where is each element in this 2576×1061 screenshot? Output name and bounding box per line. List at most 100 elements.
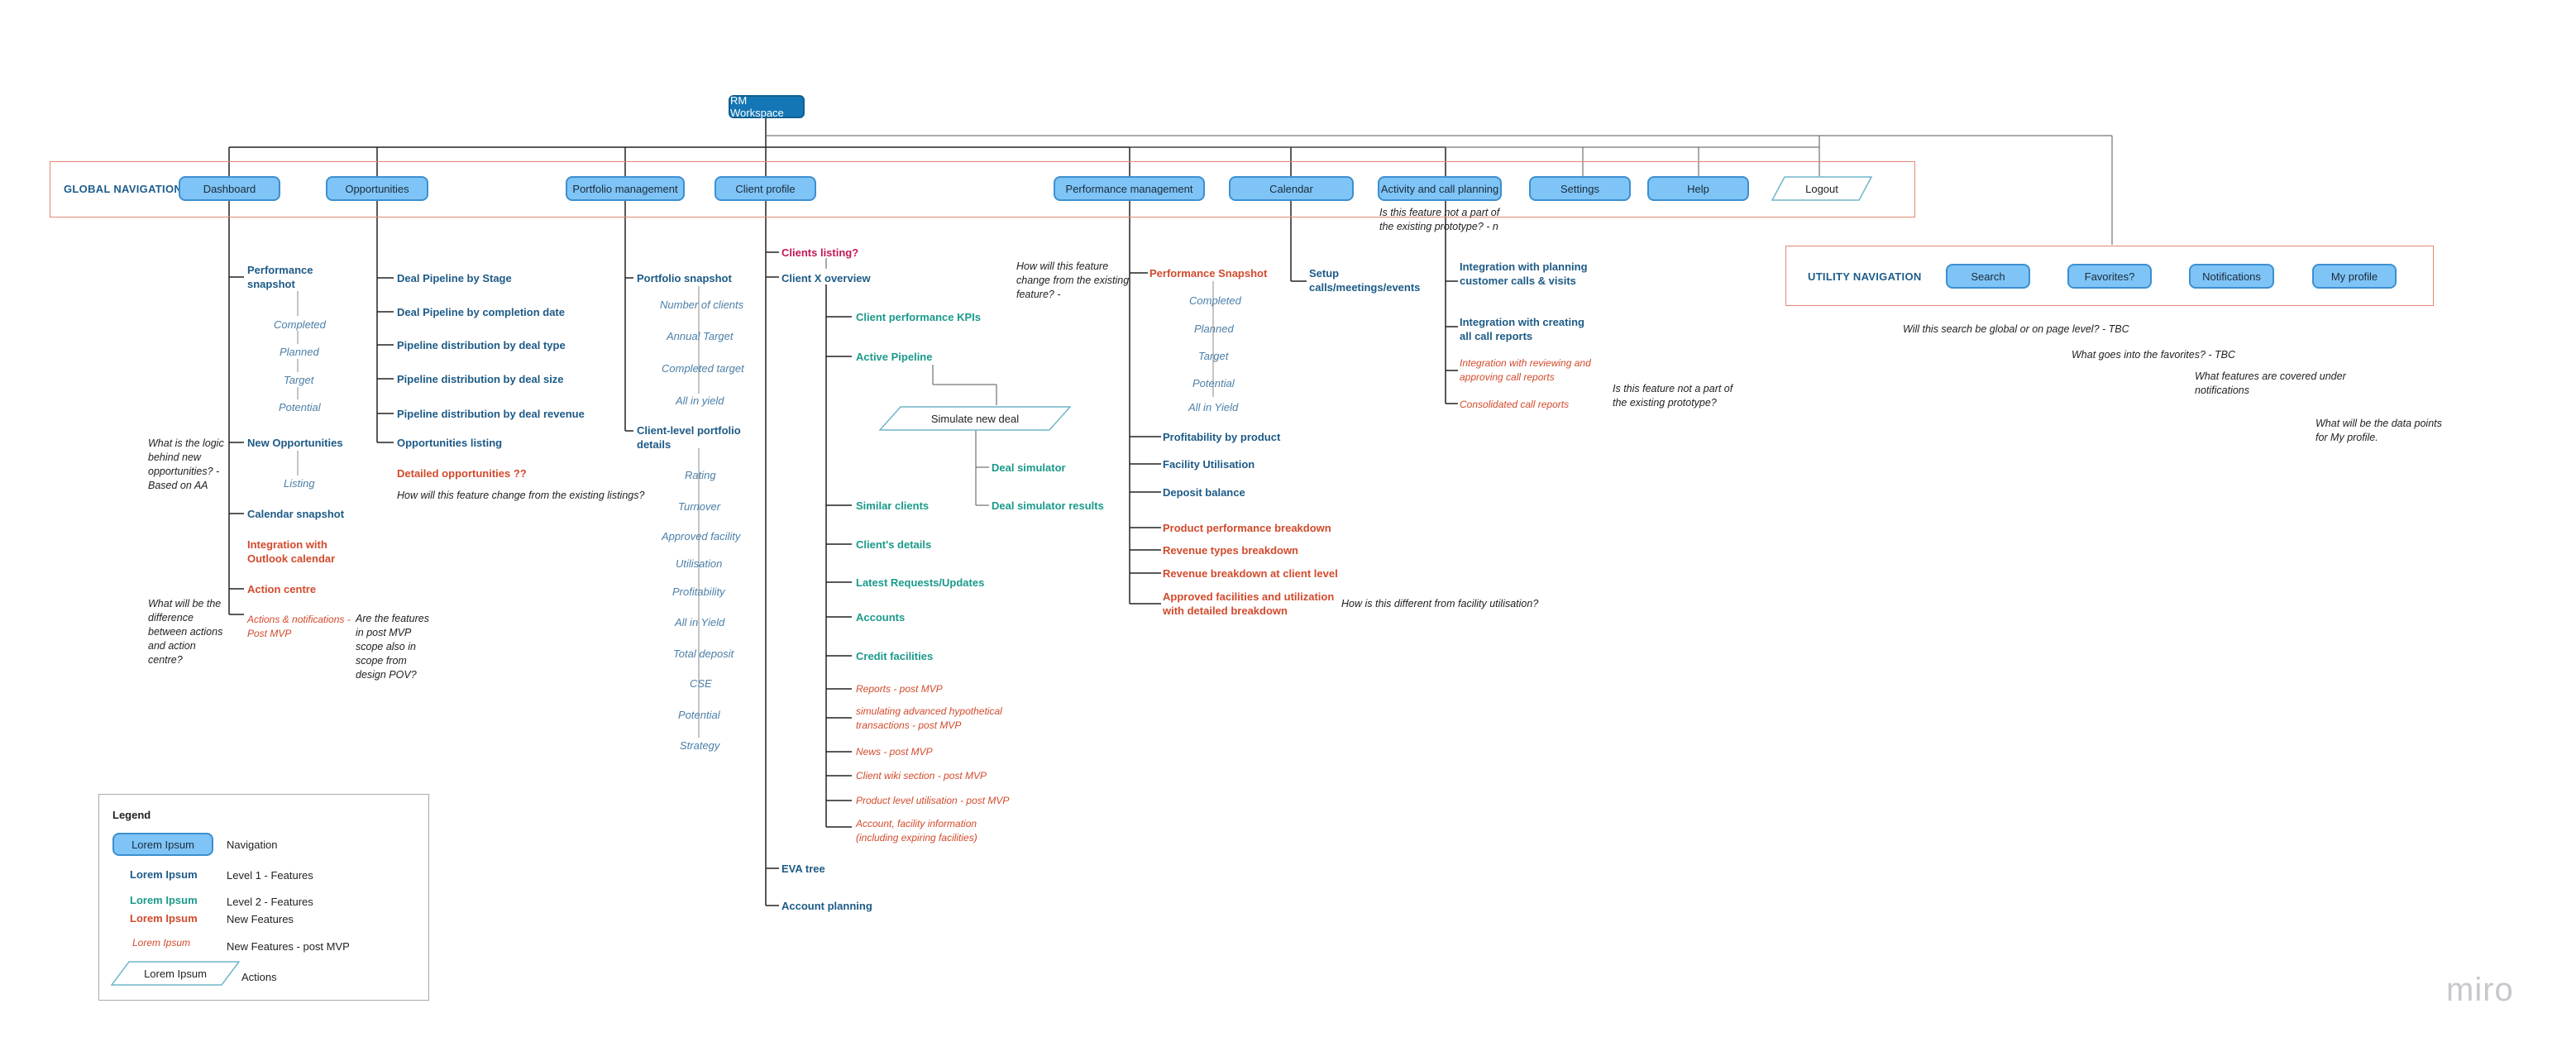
dashboard-actions-notifications: Actions & notifications - Post MVP [247, 614, 351, 639]
dashboard-ps-potential: Potential [279, 401, 321, 413]
utility-navigation-title: UTILITY NAVIGATION [1808, 270, 1922, 283]
perf-completed: Completed [1189, 294, 1241, 307]
perf-planned: Planned [1194, 323, 1234, 335]
legend-desc-level2: Level 2 - Features [227, 896, 313, 908]
note-activity-prototype: Is this feature not a part of the existi… [1379, 207, 1500, 232]
utility-favorites[interactable]: Favorites? [2067, 264, 2152, 289]
dashboard-performance-snapshot: Performance snapshot [247, 264, 313, 290]
legend-sample-level1: Lorem Ipsum [130, 868, 198, 881]
global-navigation-frame [50, 161, 1915, 217]
legend-sample-level2: Lorem Ipsum [130, 894, 198, 906]
portfolio-cl-strategy: Strategy [680, 739, 720, 752]
client-credit-facilities: Credit facilities [856, 650, 934, 662]
nav-portfolio-management[interactable]: Portfolio management [566, 176, 685, 201]
nav-opportunities[interactable]: Opportunities [326, 176, 428, 201]
dashboard-new-opportunities: New Opportunities [247, 437, 343, 449]
client-deal-simulator-results: Deal simulator results [992, 499, 1104, 512]
client-deal-simulator: Deal simulator [992, 461, 1066, 474]
perf-revenue-client-level: Revenue breakdown at client level [1163, 567, 1338, 580]
client-similar-clients: Similar clients [856, 499, 930, 512]
utility-notifications[interactable]: Notifications [2189, 264, 2274, 289]
perf-target: Target [1198, 350, 1229, 362]
portfolio-annual-target: Annual Target [667, 330, 734, 342]
dashboard-listing: Listing [284, 477, 315, 490]
rm-workspace-node[interactable]: RM Workspace [729, 94, 805, 119]
logout-action[interactable]: Logout [1771, 176, 1872, 201]
note-favorites: What goes into the favorites? - TBC [2072, 349, 2236, 361]
utility-navigation-frame [1785, 246, 2434, 306]
portfolio-cl-utilisation: Utilisation [676, 557, 723, 570]
note-post-mvp-scope: Are the features in post MVP scope also … [356, 613, 429, 681]
perf-approved-facilities: Approved facilities and utilization with… [1163, 590, 1335, 617]
client-active-pipeline: Active Pipeline [856, 351, 933, 363]
legend-desc-action: Actions [241, 971, 277, 983]
perf-all-in-yield: All in Yield [1188, 401, 1239, 413]
client-accounts: Accounts [856, 611, 906, 624]
portfolio-cl-turnover: Turnover [678, 500, 721, 513]
client-details: Client's details [856, 538, 932, 551]
client-reports-post-mvp: Reports - post MVP [856, 683, 943, 695]
client-account-planning: Account planning [781, 900, 872, 912]
legend-desc-new: New Features [227, 913, 294, 925]
client-overview: Client X overview [781, 272, 871, 284]
client-product-utilisation-post-mvp: Product level utilisation - post MVP [856, 795, 1010, 806]
note-notifications: What features are covered under notifica… [2195, 370, 2346, 396]
client-wiki-post-mvp: Client wiki section - post MVP [856, 770, 987, 781]
perf-revenue-types-breakdown: Revenue types breakdown [1163, 544, 1298, 557]
client-latest-requests: Latest Requests/Updates [856, 576, 985, 589]
logout-label: Logout [1805, 182, 1838, 195]
nav-client-profile[interactable]: Client profile [714, 176, 816, 201]
legend-sample-navigation: Lorem Ipsum [112, 833, 213, 856]
legend-desc-navigation: Navigation [227, 839, 278, 851]
portfolio-cl-approved-facility: Approved facility [662, 530, 741, 542]
dashboard-ps-completed: Completed [274, 318, 326, 331]
note-new-opportunities-logic: What is the logic behind new opportuniti… [148, 437, 224, 491]
nav-help[interactable]: Help [1647, 176, 1749, 201]
client-news-post-mvp: News - post MVP [856, 746, 933, 758]
portfolio-all-in-yield: All in yield [676, 394, 724, 407]
activity-consolidated-reports: Consolidated call reports [1460, 399, 1570, 410]
nav-calendar[interactable]: Calendar [1229, 176, 1354, 201]
legend-desc-level1: Level 1 - Features [227, 869, 313, 882]
nav-performance-management[interactable]: Performance management [1054, 176, 1205, 201]
legend-sample-action: Lorem Ipsum [111, 961, 240, 986]
dashboard-action-centre: Action centre [247, 583, 317, 595]
utility-search[interactable]: Search [1946, 264, 2030, 289]
perf-product-performance-breakdown: Product performance breakdown [1163, 522, 1331, 534]
portfolio-cl-rating: Rating [685, 469, 716, 481]
dashboard-ps-planned: Planned [280, 346, 319, 358]
activity-integration-creating: Integration with creating all call repor… [1460, 316, 1584, 342]
miro-watermark: miro [2446, 972, 2514, 1008]
opp-item: Pipeline distribution by deal size [397, 373, 564, 385]
calendar-setup: Setup calls/meetings/events [1309, 267, 1421, 294]
perf-potential: Potential [1192, 377, 1235, 390]
perf-deposit-balance: Deposit balance [1163, 486, 1245, 499]
simulate-new-deal-label: Simulate new deal [930, 412, 1020, 425]
simulate-new-deal-action[interactable]: Simulate new deal [879, 406, 1071, 431]
dashboard-integration-outlook: Integration with Outlook calendar [247, 538, 336, 565]
nav-settings[interactable]: Settings [1529, 176, 1631, 201]
perf-facility-utilisation: Facility Utilisation [1163, 458, 1255, 471]
note-facility-difference: How is this different from facility util… [1341, 598, 1539, 609]
portfolio-client-level-details: Client-level portfolio details [637, 424, 741, 451]
portfolio-snapshot: Portfolio snapshot [637, 272, 732, 284]
perf-profitability-by-product: Profitability by product [1163, 431, 1281, 443]
dashboard-calendar-snapshot: Calendar snapshot [247, 508, 345, 520]
activity-integration-reviewing: Integration with reviewing and approving… [1460, 357, 1591, 383]
note-actions-difference: What will be the difference between acti… [148, 598, 223, 666]
client-eva-tree: EVA tree [781, 863, 825, 875]
nav-activity-call-planning[interactable]: Activity and call planning [1378, 176, 1502, 201]
client-clients-listing: Clients listing? [781, 246, 859, 259]
legend [98, 794, 429, 1001]
note-activity-prototype-2: Is this feature not a part of the existi… [1613, 383, 1733, 409]
client-account-facility-info: Account, facility information (including… [856, 818, 977, 844]
opp-item: Deal Pipeline by completion date [397, 306, 565, 318]
global-navigation-title: GLOBAL NAVIGATION [64, 183, 183, 195]
portfolio-cl-all-in-yield: All in Yield [675, 616, 725, 628]
legend-desc-post-mvp: New Features - post MVP [227, 940, 350, 953]
utility-my-profile[interactable]: My profile [2312, 264, 2397, 289]
legend-sample-post-mvp: Lorem Ipsum [132, 937, 191, 949]
client-simulating-post-mvp: simulating advanced hypothetical transac… [856, 705, 1002, 731]
nav-dashboard[interactable]: Dashboard [179, 176, 280, 201]
